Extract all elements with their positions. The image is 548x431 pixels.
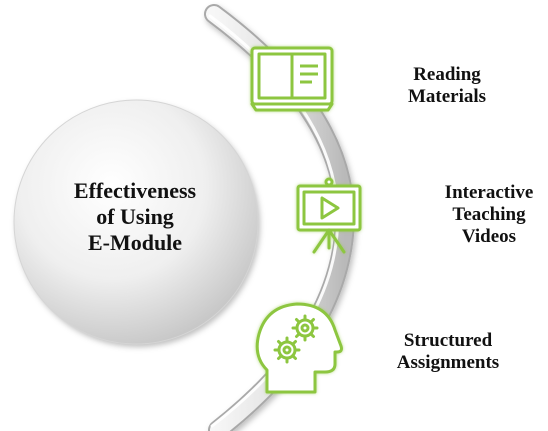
center-title: Effectiveness of Using E-Module — [30, 178, 240, 256]
center-title-line: of Using — [96, 204, 174, 229]
label-line: Assignments — [396, 352, 500, 373]
label-line: Teaching — [452, 204, 526, 225]
center-title-line: Effectiveness — [73, 178, 197, 203]
label-structured-assignments: Structured Assignments — [378, 330, 518, 374]
label-line: Videos — [461, 226, 517, 247]
label-interactive-teaching-videos: Interactive Teaching Videos — [424, 182, 548, 248]
label-line: Structured — [403, 330, 493, 351]
label-line: Reading — [413, 64, 481, 85]
label-line: Materials — [407, 86, 487, 107]
center-circle — [14, 100, 258, 344]
center-title-line: E-Module — [87, 230, 183, 255]
book-icon — [250, 46, 334, 112]
label-reading-materials: Reading Materials — [392, 64, 502, 108]
video-presentation-icon — [296, 177, 362, 254]
head-gears-icon — [255, 302, 343, 394]
label-line: Interactive — [444, 182, 534, 203]
